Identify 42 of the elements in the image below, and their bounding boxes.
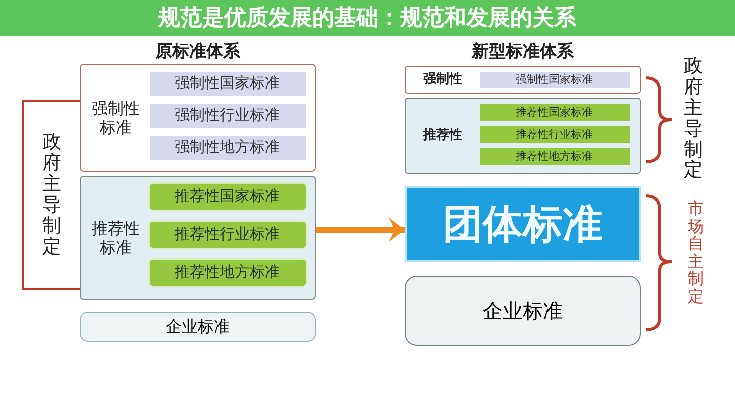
panel-heading: 原标准体系 — [154, 41, 242, 63]
standard-bar — [150, 260, 306, 286]
standard-box — [405, 276, 641, 346]
node-label: 企业标准 — [166, 316, 230, 338]
chevron-arrow — [316, 218, 405, 242]
node-label: 强制性国家标准 — [516, 72, 593, 87]
node-label: 推荐性地方标准 — [516, 148, 593, 164]
node-label: 强制性 — [422, 72, 464, 88]
standard-bar — [480, 126, 630, 142]
node-label: 推荐性标准 — [91, 218, 141, 258]
node-label: 推荐性行业标准 — [516, 126, 593, 142]
panel-heading: 新型标准体系 — [470, 41, 575, 63]
node-label: 强制性国家标准 — [175, 74, 280, 93]
node-label: 强制性标准 — [91, 98, 141, 138]
standard-bar — [480, 104, 630, 120]
title-banner: 规范是优质发展的基础：规范和发展的关系 — [0, 0, 735, 36]
group-box — [80, 64, 316, 172]
node-label: 推荐性国家标准 — [175, 187, 280, 206]
node-label: 推荐性行业标准 — [175, 225, 280, 244]
group-box — [405, 66, 641, 94]
node-label: 强制性地方标准 — [175, 138, 280, 157]
group-box — [80, 176, 316, 300]
node-label: 企业标准 — [483, 298, 563, 324]
side-label: 市场自主制定 — [688, 200, 704, 306]
node-label: 推荐性地方标准 — [175, 263, 280, 282]
standard-bar — [150, 136, 306, 160]
node-label: 政府主导制定 — [42, 132, 62, 258]
standard-bar — [150, 104, 306, 128]
standard-box — [405, 186, 641, 262]
standard-box — [80, 312, 316, 342]
standard-bar — [480, 148, 630, 164]
node-label: 强制性行业标准 — [175, 106, 280, 125]
standard-bar — [150, 184, 306, 210]
standard-bar — [480, 72, 630, 88]
standard-bar — [150, 222, 306, 248]
node-label: 团体标准 — [443, 200, 603, 250]
bracket-box — [22, 100, 80, 290]
node-label: 推荐性 — [422, 128, 464, 144]
group-box — [405, 98, 641, 174]
node-label: 推荐性国家标准 — [516, 104, 593, 120]
side-label: 政府主导制定 — [684, 56, 703, 182]
standard-bar — [150, 72, 306, 96]
